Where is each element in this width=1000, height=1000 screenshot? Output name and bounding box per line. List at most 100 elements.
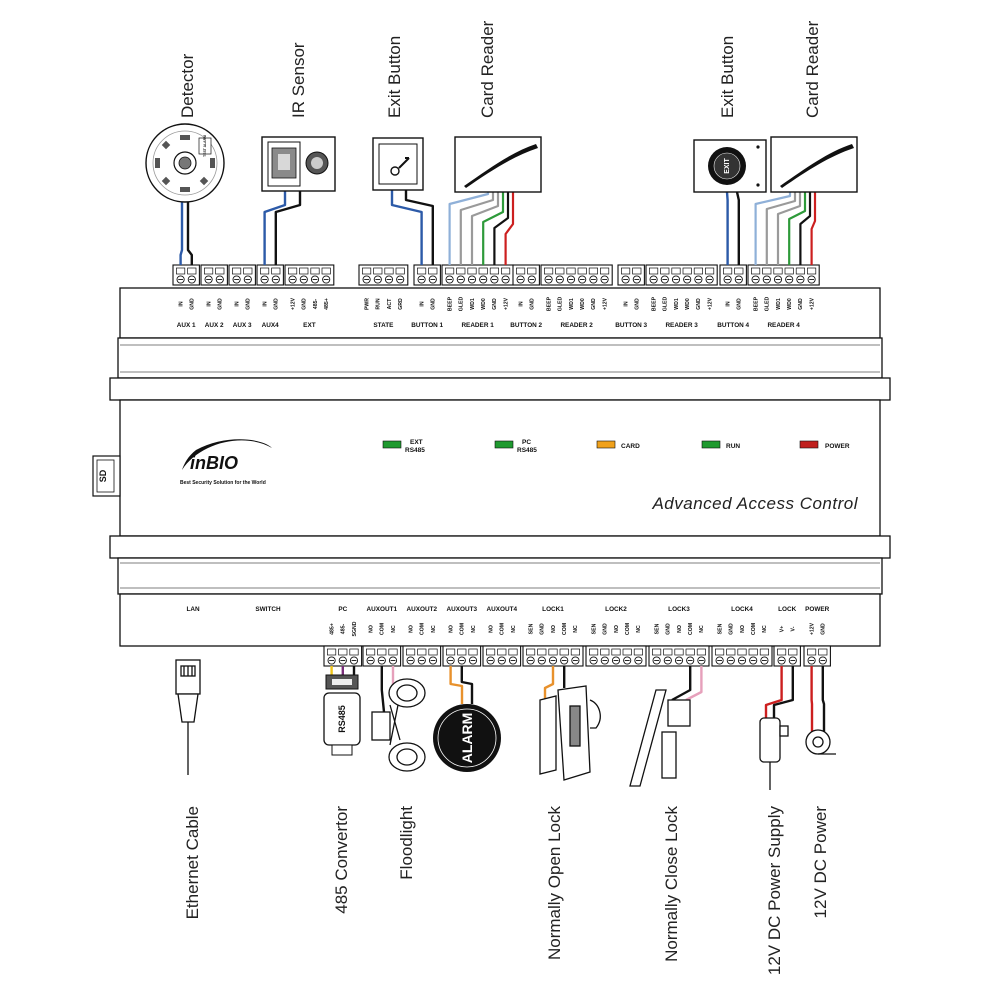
- terminal-screw[interactable]: [600, 267, 610, 284]
- terminal-screw[interactable]: [537, 648, 547, 665]
- bottom-device-label: Normally Open Lock: [545, 806, 564, 961]
- terminal-screw[interactable]: [633, 648, 643, 665]
- terminal-screw[interactable]: [600, 648, 610, 665]
- terminal-screw[interactable]: [395, 267, 405, 284]
- terminal-screw[interactable]: [696, 648, 706, 665]
- terminal-screw[interactable]: [807, 267, 817, 284]
- terminal-screw[interactable]: [468, 648, 478, 665]
- terminal-screw[interactable]: [588, 267, 598, 284]
- terminal-screw[interactable]: [726, 648, 736, 665]
- terminal-screw[interactable]: [527, 267, 537, 284]
- terminal-screw[interactable]: [446, 648, 456, 665]
- terminal-screw[interactable]: [327, 648, 337, 665]
- terminal-screw[interactable]: [759, 648, 769, 665]
- terminal-screw[interactable]: [417, 648, 427, 665]
- terminal-screw[interactable]: [682, 267, 692, 284]
- terminal-screw[interactable]: [497, 648, 507, 665]
- terminal-screw[interactable]: [693, 267, 703, 284]
- terminal-screw[interactable]: [349, 648, 359, 665]
- terminal-screw[interactable]: [649, 267, 659, 284]
- terminal-screw[interactable]: [762, 267, 772, 284]
- pin-label: GND: [190, 298, 196, 310]
- terminal-screw[interactable]: [660, 267, 670, 284]
- terminal-screw[interactable]: [501, 267, 511, 284]
- terminal-screw[interactable]: [321, 267, 331, 284]
- terminal-screw[interactable]: [215, 267, 225, 284]
- terminal-screw[interactable]: [204, 267, 214, 284]
- terminal-screw[interactable]: [548, 648, 558, 665]
- terminal-screw[interactable]: [486, 648, 496, 665]
- terminal-screw[interactable]: [773, 267, 783, 284]
- terminal-screw[interactable]: [232, 267, 242, 284]
- pin-label: NC: [431, 625, 437, 633]
- terminal-screw[interactable]: [544, 267, 554, 284]
- terminal-screw[interactable]: [428, 648, 438, 665]
- terminal-screw[interactable]: [243, 267, 253, 284]
- terminal-screw[interactable]: [577, 267, 587, 284]
- terminal-screw[interactable]: [467, 267, 477, 284]
- pin-label: SEN: [528, 623, 534, 634]
- terminal-screw[interactable]: [516, 267, 526, 284]
- terminal-screw[interactable]: [388, 648, 398, 665]
- terminal-screw[interactable]: [795, 267, 805, 284]
- terminal-screw[interactable]: [260, 267, 270, 284]
- terminal-screw[interactable]: [428, 267, 438, 284]
- terminal-screw[interactable]: [559, 648, 569, 665]
- terminal-screw[interactable]: [478, 267, 488, 284]
- terminal-screw[interactable]: [176, 267, 186, 284]
- terminal-screw[interactable]: [671, 267, 681, 284]
- terminal-group-label: AUXOUT4: [487, 606, 518, 613]
- terminal-screw[interactable]: [310, 267, 320, 284]
- terminal-screw[interactable]: [570, 648, 580, 665]
- terminal-screw[interactable]: [632, 267, 642, 284]
- terminal-screw[interactable]: [566, 267, 576, 284]
- terminal-screw[interactable]: [526, 648, 536, 665]
- terminal-screw[interactable]: [366, 648, 376, 665]
- terminal-screw[interactable]: [457, 648, 467, 665]
- terminal-screw[interactable]: [417, 267, 427, 284]
- terminal-screw[interactable]: [555, 267, 565, 284]
- terminal-screw[interactable]: [622, 648, 632, 665]
- controller-housing: [109, 287, 891, 647]
- terminal-screw[interactable]: [748, 648, 758, 665]
- pin-label: SGND: [352, 621, 358, 636]
- terminal-screw[interactable]: [685, 648, 695, 665]
- terminal-screw[interactable]: [456, 267, 466, 284]
- terminal-screw[interactable]: [611, 648, 621, 665]
- terminal-group-label: SWITCH: [255, 606, 281, 613]
- sd-card-slot[interactable]: SD: [92, 455, 121, 497]
- terminal-screw[interactable]: [723, 267, 733, 284]
- terminal-screw[interactable]: [674, 648, 684, 665]
- terminal-screw[interactable]: [807, 648, 817, 665]
- terminal-screw[interactable]: [751, 267, 761, 284]
- terminal-screw[interactable]: [652, 648, 662, 665]
- pin-label: BEEP: [651, 296, 657, 311]
- terminal-screw[interactable]: [818, 648, 828, 665]
- terminal-screw[interactable]: [373, 267, 383, 284]
- terminal-screw[interactable]: [384, 267, 394, 284]
- terminal-screw[interactable]: [377, 648, 387, 665]
- terminal-screw[interactable]: [715, 648, 725, 665]
- terminal-screw[interactable]: [621, 267, 631, 284]
- terminal-screw[interactable]: [271, 267, 281, 284]
- terminal-screw[interactable]: [734, 267, 744, 284]
- pin-label: GND: [591, 298, 597, 310]
- terminal-screw[interactable]: [445, 267, 455, 284]
- terminal-screw[interactable]: [299, 267, 309, 284]
- terminal-screw[interactable]: [489, 267, 499, 284]
- terminal-screw[interactable]: [508, 648, 518, 665]
- terminal-screw[interactable]: [362, 267, 372, 284]
- terminal-screw[interactable]: [784, 267, 794, 284]
- pin-label: NC: [471, 625, 477, 633]
- terminal-screw[interactable]: [288, 267, 298, 284]
- terminal-screw[interactable]: [663, 648, 673, 665]
- terminal-screw[interactable]: [338, 648, 348, 665]
- terminal-screw[interactable]: [737, 648, 747, 665]
- terminal-screw[interactable]: [589, 648, 599, 665]
- terminal-screw[interactable]: [187, 267, 197, 284]
- terminal-screw[interactable]: [777, 648, 787, 665]
- terminal-screw[interactable]: [406, 648, 416, 665]
- terminal-group-label: AUXOUT3: [447, 606, 478, 613]
- terminal-screw[interactable]: [705, 267, 715, 284]
- terminal-screw[interactable]: [788, 648, 798, 665]
